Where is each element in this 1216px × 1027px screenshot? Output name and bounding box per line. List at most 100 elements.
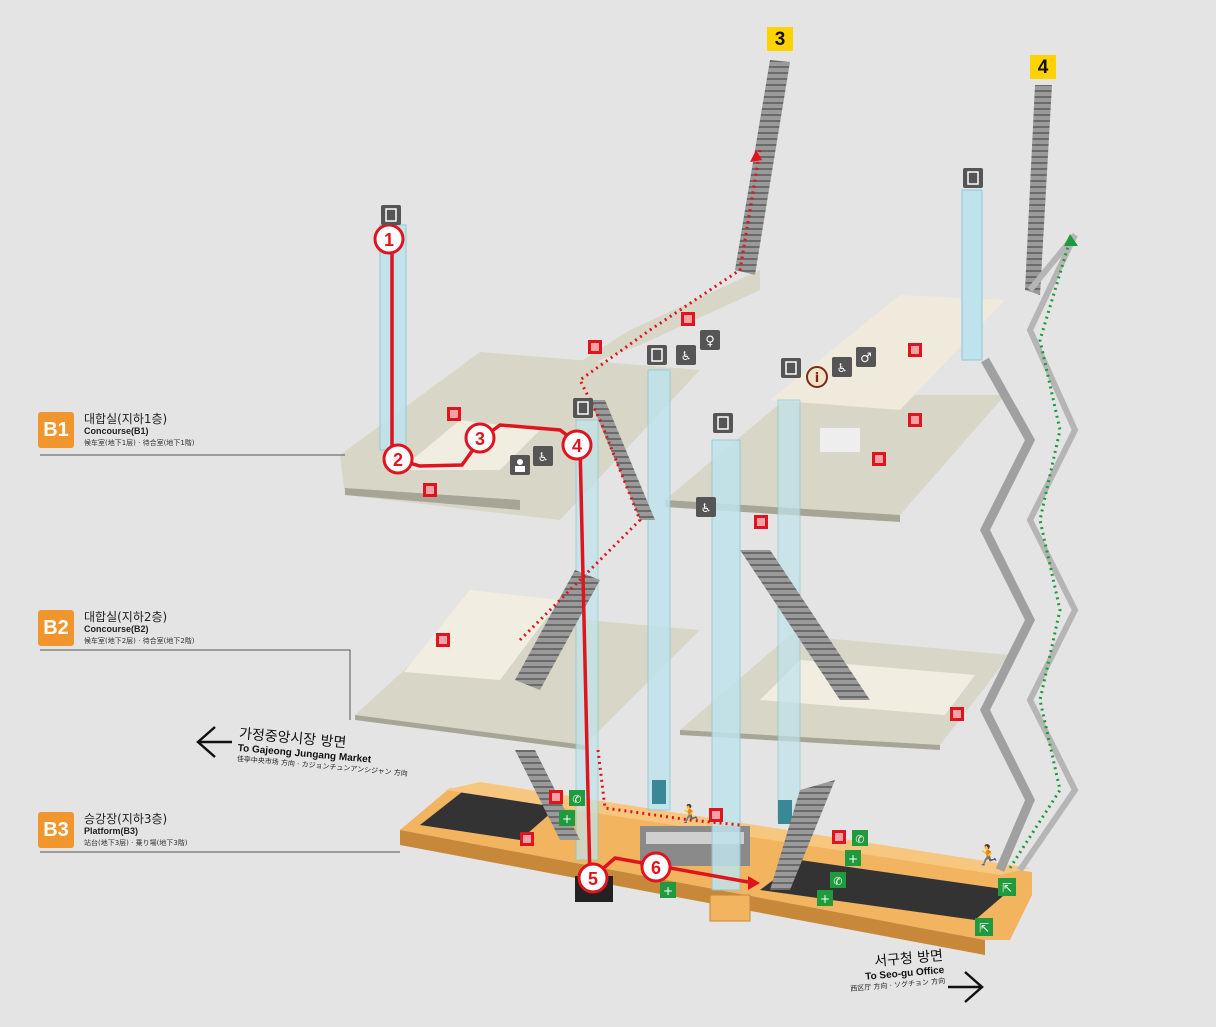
wheelchair-lift-icon: ♿: [832, 357, 852, 377]
emergency-stair-right: [979, 357, 1036, 872]
elevator-icon: [781, 358, 801, 378]
emergency-phone-icon: ✆: [852, 830, 868, 846]
svg-text:♿: ♿: [538, 450, 549, 464]
floor-name-ko: 대합실(지하2층): [84, 610, 168, 624]
svg-text:⇱: ⇱: [979, 921, 989, 935]
exit-3-escalator: [735, 60, 790, 275]
escalators: [515, 60, 1079, 890]
svg-text:⇱: ⇱: [1002, 881, 1012, 895]
svg-text:4: 4: [572, 436, 582, 456]
elevator-icon: [963, 168, 983, 188]
fire-extinguisher-icon: [436, 633, 450, 647]
elevator-icon: [647, 345, 667, 365]
fire-extinguisher-icon: [908, 413, 922, 427]
first-aid-icon: +: [817, 890, 833, 906]
elevator-icon: [573, 398, 593, 418]
track-right: [760, 860, 1010, 920]
floor-name-ja: 候车室(地下2层) · 待合室(地下2階): [84, 637, 195, 645]
leader-lines: [40, 454, 400, 853]
elevator-shaft-2: [961, 189, 983, 361]
svg-text:+: +: [848, 852, 858, 866]
floor-name-ja: 站台(地下3层) · 乗り場(地下3階): [84, 839, 188, 847]
fire-extinguisher-icon: [447, 407, 461, 421]
svg-text:♂: ♂: [860, 351, 872, 366]
stair-route-dotted: [518, 149, 762, 827]
route-step-4: 4: [561, 429, 593, 461]
route-step-1: 1: [373, 223, 405, 255]
svg-text:2: 2: [393, 450, 403, 470]
floor-code: B3: [38, 812, 74, 848]
fire-extinguisher-icon: [588, 340, 602, 354]
floor-name-ja: 候车室(地下1层) · 待合室(地下1階): [84, 439, 195, 447]
first-aid-icon: +: [660, 882, 676, 898]
svg-text:5: 5: [588, 869, 598, 889]
emergency-phone-icon: ✆: [830, 872, 846, 888]
svg-text:♿: ♿: [701, 501, 712, 515]
elevator-icon: [381, 205, 401, 225]
fire-extinguisher-icon: [908, 343, 922, 357]
first-aid-icon: +: [559, 810, 575, 826]
svg-text:♀: ♀: [705, 334, 715, 349]
track-left: [420, 792, 560, 840]
toilet-icon: ♂: [856, 347, 876, 367]
svg-text:🏃: 🏃: [679, 803, 701, 825]
left-direction-arrow: [196, 726, 232, 758]
fire-extinguisher-icon: [832, 830, 846, 844]
facility-icons: ♀ ♂ ♿ ♿ ♿ ♿ i ✆ + ✆ + ✆: [381, 168, 1016, 936]
wheelchair-lift-icon: ♿: [676, 345, 696, 365]
wheelchair-lift-icon: ♿: [533, 446, 553, 466]
emergency-exit-icon: 🏃: [976, 843, 1001, 867]
fire-extinguisher-icon: [681, 312, 695, 326]
wheelchair-lift-icon: ♿: [696, 497, 716, 517]
route-step-6: 6: [640, 851, 672, 883]
floor-code: B1: [38, 412, 74, 448]
floor-name-en: Concourse(B2): [84, 624, 149, 634]
first-aid-icon: +: [845, 850, 861, 866]
floor-name-ko: 승강장(지하3층): [84, 812, 168, 826]
information-icon: i: [806, 366, 828, 388]
route-step-2: 2: [382, 443, 414, 475]
svg-text:♿: ♿: [837, 361, 848, 375]
exit-4-badge: 4: [1030, 55, 1056, 79]
emergency-exit-icon: 🏃: [679, 803, 701, 825]
svg-text:🏃: 🏃: [976, 843, 1001, 867]
exit-3-badge: 3: [767, 27, 793, 51]
svg-text:✆: ✆: [855, 833, 864, 846]
nursing-room-icon: [510, 455, 530, 475]
emergency-exit-icon: ⇱: [975, 918, 993, 936]
fire-extinguisher-icon: [872, 452, 886, 466]
fire-extinguisher-icon: [754, 515, 768, 529]
emergency-exit-icon: ⇱: [998, 878, 1016, 896]
fire-extinguisher-icon: [520, 832, 534, 846]
svg-text:3: 3: [475, 429, 485, 449]
right-direction-arrow: [948, 971, 984, 1003]
floor-code: B2: [38, 610, 74, 646]
svg-text:✆: ✆: [833, 875, 842, 888]
svg-text:1: 1: [384, 230, 394, 250]
svg-text:+: +: [820, 892, 830, 906]
svg-text:6: 6: [651, 858, 661, 878]
exit-4-stair: [1025, 85, 1052, 295]
route-step-3: 3: [464, 422, 496, 454]
svg-text:♿: ♿: [681, 349, 692, 363]
fire-extinguisher-icon: [423, 483, 437, 497]
svg-text:i: i: [815, 371, 819, 386]
pillar-1: [647, 369, 671, 811]
route-step-5: 5: [577, 862, 609, 894]
emergency-exit-route: [1008, 234, 1078, 869]
toilet-icon: ♀: [700, 330, 720, 350]
fire-extinguisher-icon: [950, 707, 964, 721]
emergency-phone-icon: ✆: [569, 790, 585, 806]
b1-concourse-level: [340, 270, 1005, 522]
b2-concourse-level: [355, 590, 1010, 750]
svg-text:+: +: [562, 812, 572, 826]
floor-name-en: Platform(B3): [84, 826, 139, 836]
elevator-icon: [713, 413, 733, 433]
svg-text:+: +: [663, 884, 673, 898]
fire-extinguisher-icon: [549, 790, 563, 804]
svg-text:✆: ✆: [572, 793, 581, 806]
fire-extinguisher-icon: [709, 808, 723, 822]
floor-name-ko: 대합실(지하1층): [84, 412, 168, 426]
